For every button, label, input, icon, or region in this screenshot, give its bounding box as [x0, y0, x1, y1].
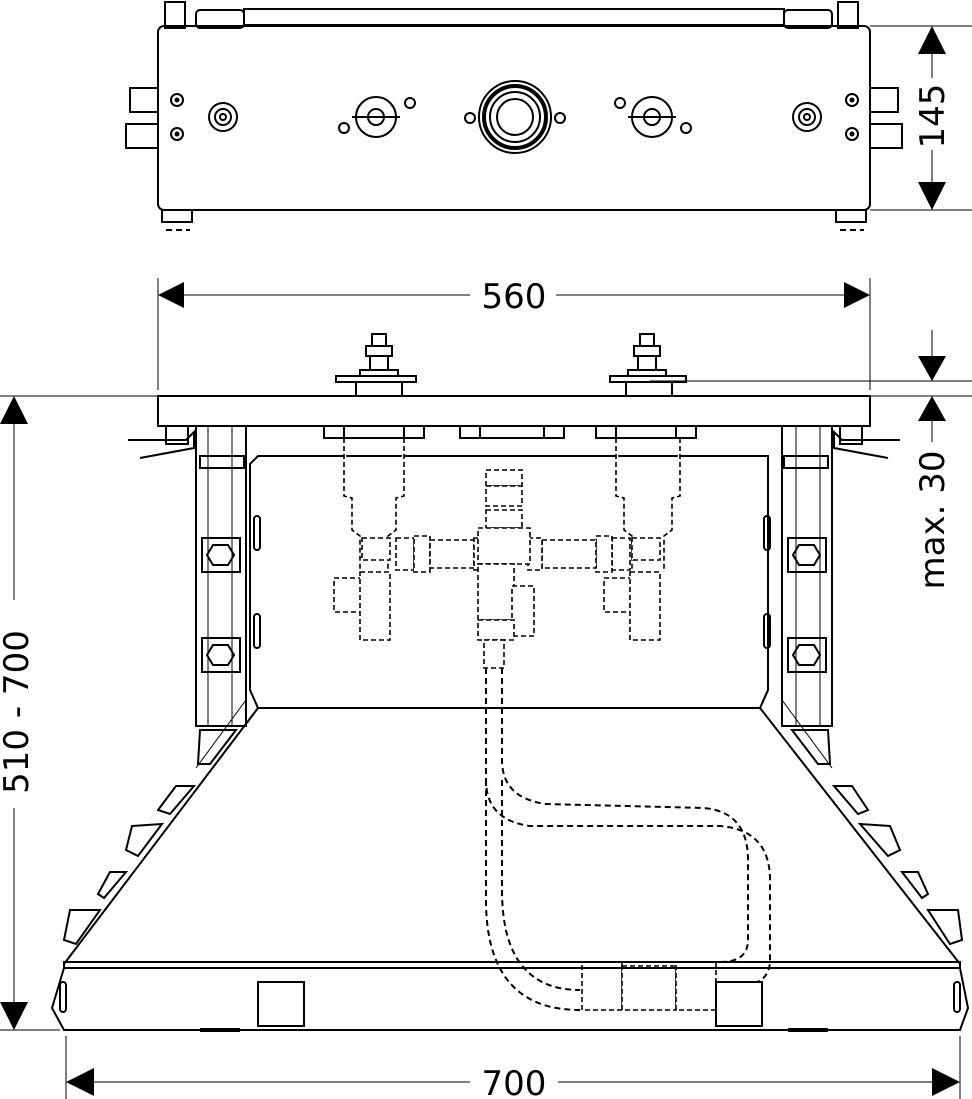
tray-wall-right: [759, 707, 961, 965]
slot-l1: [253, 515, 261, 551]
tray-tabs-left: [62, 729, 239, 946]
base-block-right: [715, 981, 763, 1027]
side-tab-r2: [869, 123, 903, 149]
valve-connector-icon: [352, 96, 676, 138]
top-rail: [243, 8, 785, 26]
foot-right: [835, 209, 867, 223]
side-tab-l1: [129, 87, 159, 113]
screw-icon: [170, 93, 859, 141]
tray-wall-left: [63, 707, 259, 965]
top-plate: [157, 25, 871, 211]
side-tab-r1: [869, 87, 899, 113]
slot-l2: [253, 613, 261, 649]
spindle-left: [335, 333, 417, 397]
dim-max-30: max. 30: [650, 330, 972, 589]
dim-label-560: 560: [482, 277, 547, 317]
post-right: [781, 425, 833, 727]
central-outlet-icon: [478, 80, 552, 154]
foot-left: [161, 209, 193, 223]
post-left: [195, 425, 247, 727]
base-block-left: [257, 981, 305, 1027]
dim-label-700: 700: [482, 1064, 547, 1099]
dim-label-max-30: max. 30: [913, 451, 953, 590]
dim-560: 560: [157, 277, 871, 390]
slot-r2: [763, 613, 771, 649]
top-view: [125, 1, 903, 231]
top-clip-right: [837, 1, 859, 29]
side-clips: [128, 425, 900, 459]
back-box: [249, 455, 769, 709]
front-view: [50, 333, 970, 1032]
base-frame: [50, 967, 970, 1031]
hidden-valve-body: [333, 438, 681, 641]
dim-label-510-700: 510 - 700: [0, 630, 37, 794]
hidden-hose: [483, 639, 771, 1011]
dim-145: 145: [870, 25, 972, 211]
base-slot-right: [953, 981, 961, 1013]
slot-r1: [763, 515, 771, 551]
base-slot-left: [59, 981, 67, 1013]
mounting-plate: [157, 395, 871, 427]
plate-brackets: [323, 425, 697, 439]
tray-tabs-right: [789, 729, 964, 946]
top-clip-left: [164, 1, 186, 29]
dim-510-700: 510 - 700: [0, 395, 158, 1031]
dim-label-145: 145: [913, 84, 953, 149]
port-icon: [208, 102, 822, 132]
dim-700: 700: [65, 1036, 961, 1099]
side-tab-l2: [125, 123, 159, 149]
spindle-right: [609, 333, 687, 397]
